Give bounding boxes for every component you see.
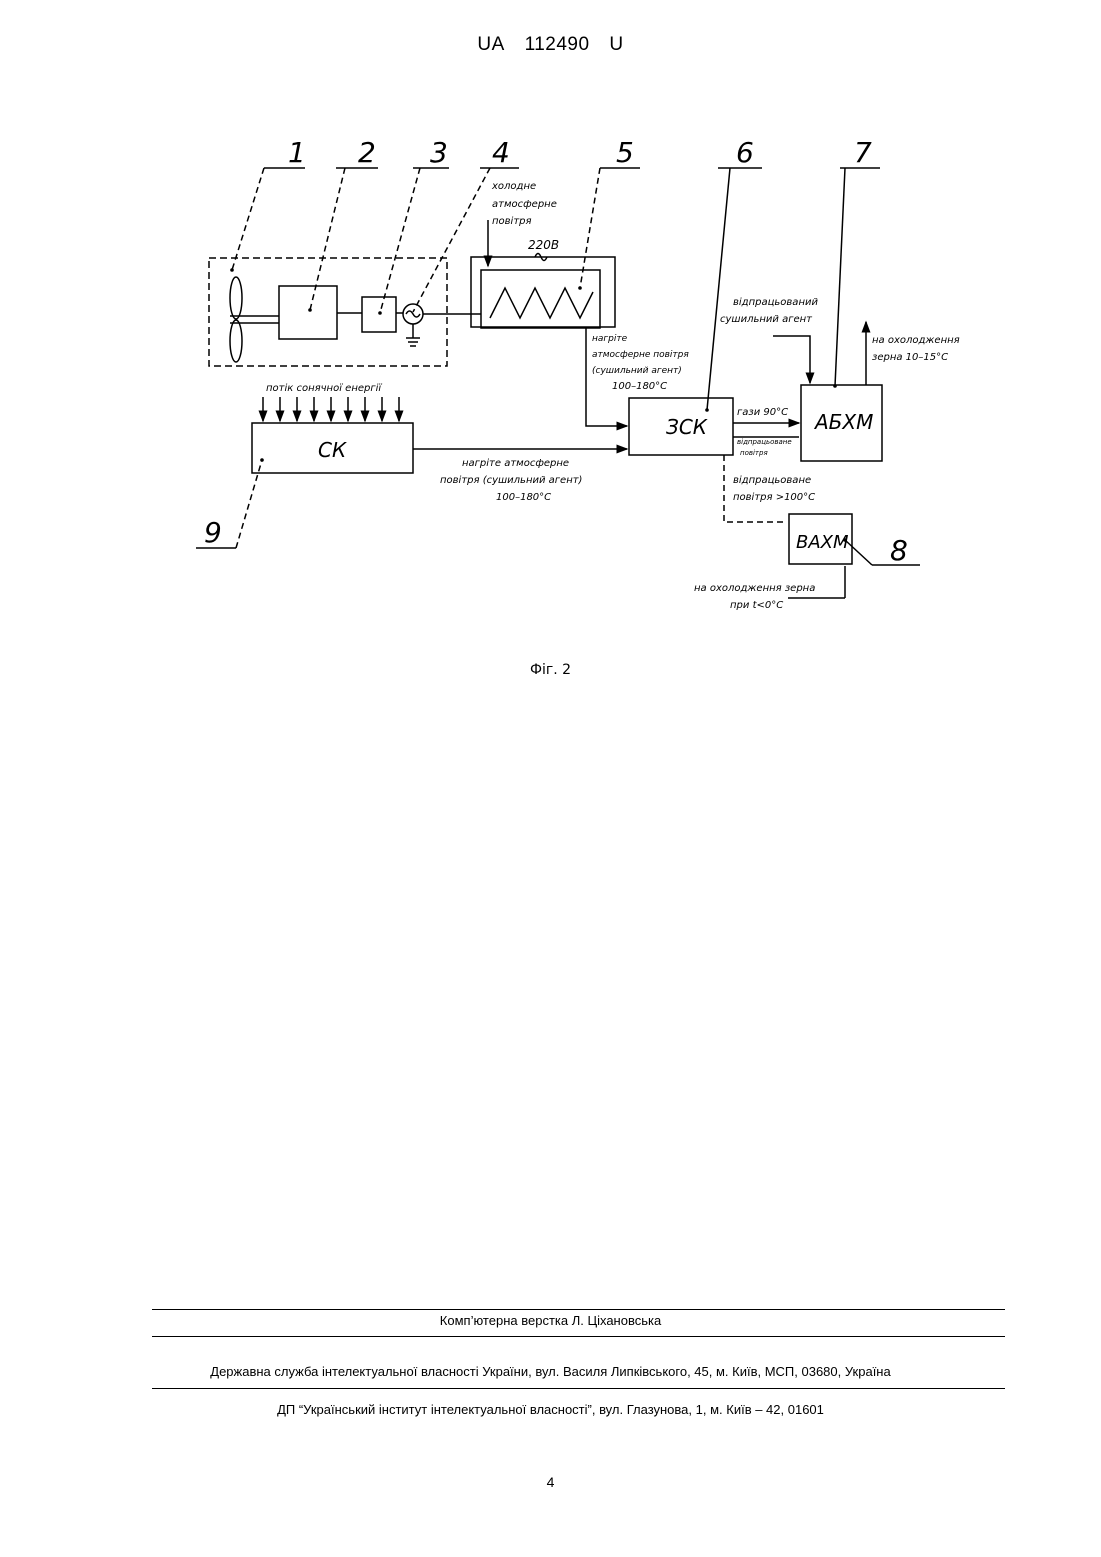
spent-agent-line-1: відпрацьований — [733, 296, 818, 308]
heated-air-sk-line-1: нагріте атмосферне — [462, 457, 569, 469]
heated-air-5-line-4: 100–180°С — [612, 381, 667, 392]
zsk-label: ЗСК — [666, 415, 708, 439]
heating-element-icon — [490, 288, 593, 318]
sk-label: СК — [318, 438, 347, 462]
cold-air-line-2: атмосферне — [492, 199, 557, 210]
spent-air-100-line-2: повітря >100°С — [733, 491, 815, 503]
callout-1: 1 — [288, 136, 306, 169]
callout-8: 8 — [890, 534, 908, 567]
heater-outer-frame — [471, 257, 615, 327]
heated-air-5-line-1: нагріте — [592, 334, 628, 344]
typesetting-credit: Комп’ютерна верстка Л. Ціхановська — [0, 1313, 1101, 1328]
figure-caption: Фіг. 2 — [0, 662, 1101, 678]
abhm-label: АБХМ — [813, 410, 873, 434]
agency-address: Державна служба інтелектуальної власност… — [0, 1364, 1101, 1379]
cooling-top-line-2: зерна 10–15°С — [872, 352, 948, 363]
gases-label: гази 90°С — [737, 407, 788, 418]
generator-icon — [403, 304, 423, 346]
system-diagram: 1 2 3 4 5 6 7 8 9 СК ЗСК АБХМ ВАХМ 220В … — [0, 0, 1101, 640]
cooling-top-line-1: на охолодження — [872, 335, 960, 346]
cold-air-line-3: повітря — [492, 215, 532, 227]
callout-6: 6 — [736, 136, 754, 169]
block-2-gearbox — [279, 286, 337, 339]
voltage-label: 220В — [528, 238, 559, 252]
institute-address: ДП “Український інститут інтелектуальної… — [0, 1402, 1101, 1417]
callout-7: 7 — [854, 136, 872, 169]
cooling-bottom-line-1: на охолодження зерна — [694, 583, 815, 594]
solar-flow-label: потік сонячної енергії — [266, 382, 382, 394]
footer-divider-middle — [152, 1336, 1005, 1337]
callout-4: 4 — [492, 136, 510, 169]
heated-air-sk-line-2: повітря (сушильний агент) — [440, 474, 582, 486]
spent-air-small-line-2: повітря — [740, 449, 768, 457]
footer-divider-top — [152, 1309, 1005, 1310]
block-3-converter — [362, 297, 396, 332]
heated-air-5-line-3: (сушильний агент) — [592, 366, 682, 376]
spent-air-100-line-1: відпрацьоване — [733, 474, 811, 486]
callout-5: 5 — [616, 136, 634, 169]
callout-2: 2 — [358, 136, 376, 169]
heated-air-sk-line-3: 100–180°С — [496, 492, 551, 503]
callout-9: 9 — [204, 516, 222, 549]
spent-agent-line-2: сушильний агент — [720, 314, 813, 325]
page-number: 4 — [0, 1474, 1101, 1490]
spent-air-small-line-1: відпрацьоване — [737, 438, 792, 446]
vahm-label: ВАХМ — [796, 532, 849, 553]
cooling-bottom-line-2: при t<0°С — [730, 600, 783, 611]
propeller-icon — [230, 277, 279, 362]
cold-air-line-1: холодне — [491, 181, 536, 192]
solar-flow-arrows — [263, 397, 399, 421]
callout-3: 3 — [430, 136, 448, 169]
footer-divider-bottom — [152, 1388, 1005, 1389]
heated-air-5-line-2: атмосферне повітря — [592, 350, 689, 360]
